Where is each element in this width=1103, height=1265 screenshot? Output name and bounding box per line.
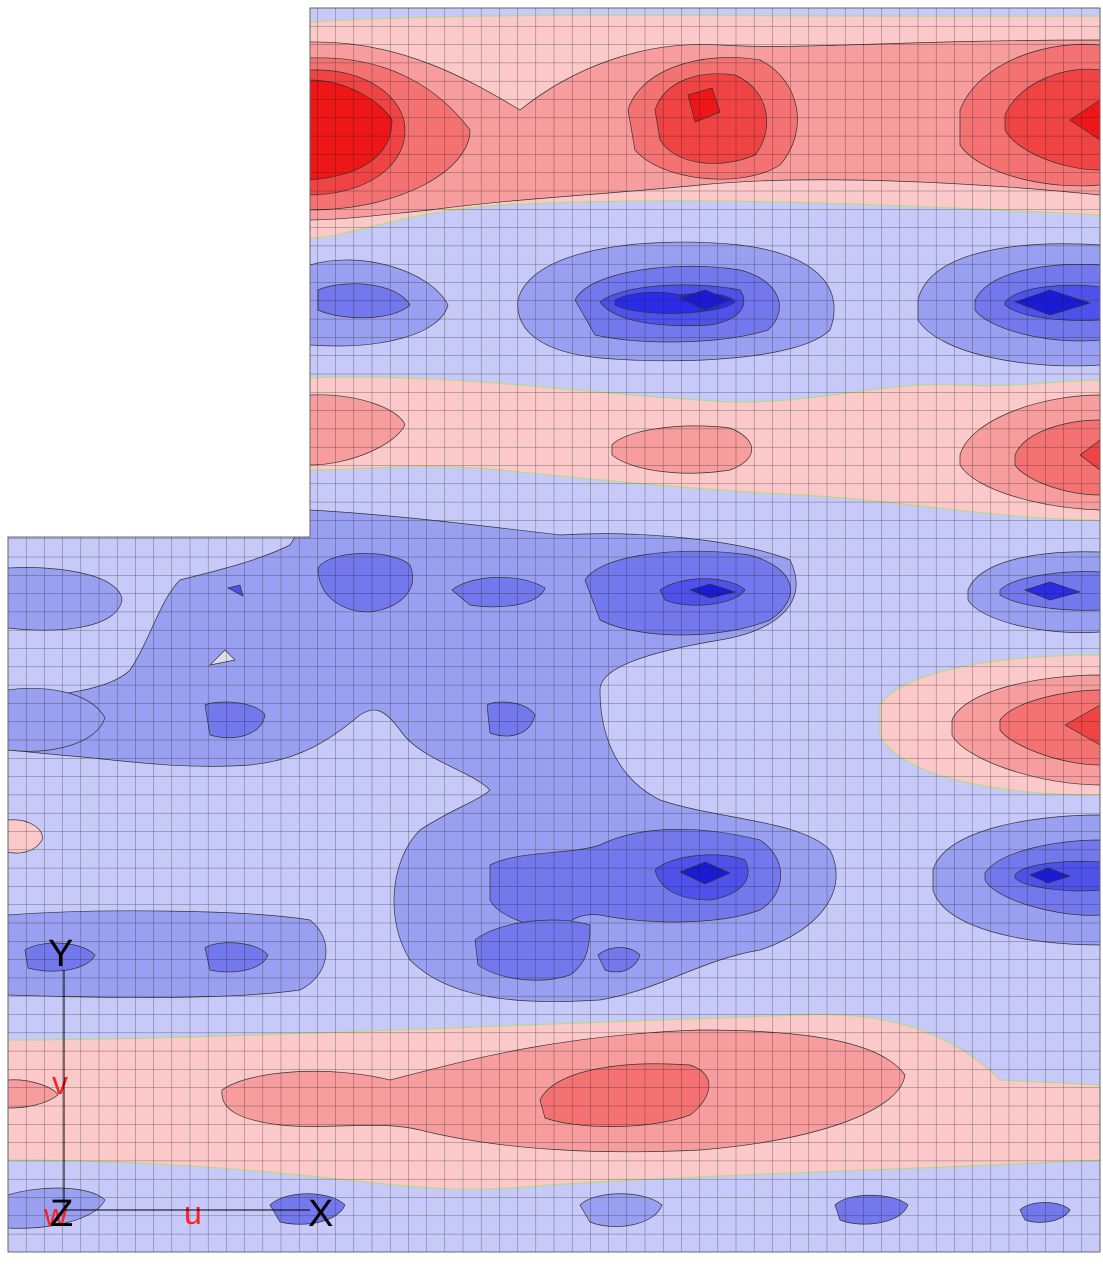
local-v-label: v (52, 1065, 68, 1101)
contour-blue-left-low (8, 910, 327, 998)
global-y-label: Y (48, 933, 73, 975)
contour-band-top (309, 14, 1100, 239)
contour-blue-right-mid (967, 551, 1100, 633)
global-axes: Y X Z (48, 933, 333, 1235)
mesh-grid (8, 8, 1100, 1252)
contour-blue-right-low (932, 814, 1100, 946)
local-u-label: u (184, 1195, 202, 1231)
global-z-label: Z (50, 1193, 73, 1235)
global-x-label: X (308, 1193, 333, 1235)
slab-border (7, 7, 1101, 1253)
contour-band-red-2 (309, 376, 1100, 521)
contour-red-right (879, 654, 1100, 796)
